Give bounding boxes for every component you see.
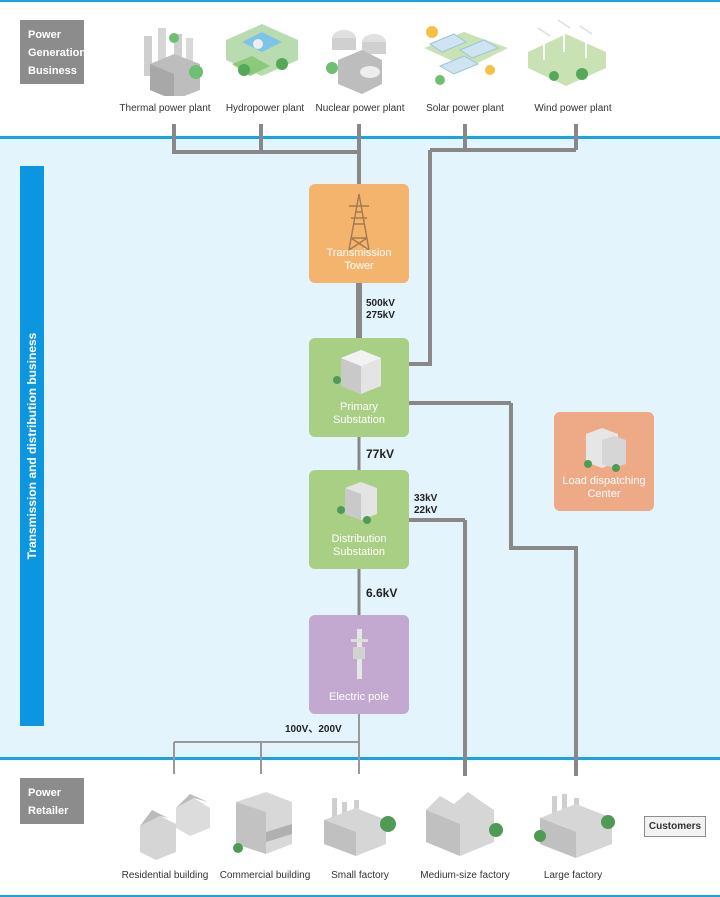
electric-pole-node: Electric pole xyxy=(309,615,409,714)
thermal-line xyxy=(172,124,359,154)
wind-plant-icon xyxy=(528,19,606,86)
small-factory-icon xyxy=(324,798,396,856)
plant-label-nuclear: Nuclear power plant xyxy=(315,103,405,114)
large-factory-icon xyxy=(534,794,615,858)
retailer-section-tag: Power Retailer xyxy=(20,778,84,824)
nuclear-plant-icon xyxy=(326,30,386,94)
generation-section-tag: Power Generation Business xyxy=(20,20,86,84)
electric-pole-label: Electric pole xyxy=(329,691,389,703)
plant-label-wind: Wind power plant xyxy=(534,103,612,114)
solar-plant-icon xyxy=(424,26,508,85)
customer-label-residential: Residential building xyxy=(121,870,209,881)
load-dispatching-icon xyxy=(584,428,626,472)
plant-label-hydro: Hydropower plant xyxy=(225,103,305,114)
renewable-line xyxy=(409,124,578,366)
hydro-plant-icon xyxy=(226,24,298,76)
distribution-substation-icon xyxy=(337,482,377,524)
customer-label-commercial: Commercial building xyxy=(219,870,311,881)
thermal-plant-icon xyxy=(144,28,203,96)
electric-pole-icon xyxy=(351,629,368,679)
distribution-substation-label: Distribution Substation xyxy=(331,533,387,558)
voltage-high-label: 500kV 275kV xyxy=(366,298,395,321)
primary-substation-icon xyxy=(333,350,381,394)
primary-substation-label: Primary Substation xyxy=(333,401,385,426)
customer-label-large-factory: Large factory xyxy=(543,870,603,881)
medium-factory-line xyxy=(409,518,467,776)
load-dispatching-label: Load dispatching Center xyxy=(562,475,646,500)
large-factory-line xyxy=(409,401,578,776)
plant-label-thermal: Thermal power plant xyxy=(119,103,211,114)
voltage-77kv-label: 77kV xyxy=(366,447,395,461)
voltage-6.6kv-label: 6.6kV xyxy=(366,586,398,600)
transmission-tower-label: Transmission Tower xyxy=(326,247,392,272)
voltage-sub-label: 33kV 22kV xyxy=(414,493,438,516)
distribution-substation-node: Distribution Substation xyxy=(309,470,409,569)
customer-label-small-factory: Small factory xyxy=(331,870,389,881)
voltage-home-label: 100V、200V xyxy=(285,724,342,735)
low-voltage-line xyxy=(173,714,360,774)
transmission-tower-icon xyxy=(348,193,370,251)
load-dispatching-node: Load dispatching Center xyxy=(554,412,654,511)
top-border xyxy=(0,0,720,2)
customers-tag: Customers xyxy=(644,816,706,837)
residential-building-icon xyxy=(140,794,210,860)
plant-label-solar: Solar power plant xyxy=(426,103,504,114)
bottom-border xyxy=(0,895,720,897)
commercial-building-icon xyxy=(233,792,292,854)
primary-substation-node: Primary Substation xyxy=(309,338,409,437)
transmission-tower-node: Transmission Tower xyxy=(309,184,409,283)
customer-label-medium-factory: Medium-size factory xyxy=(420,870,510,881)
medium-factory-icon xyxy=(426,792,503,856)
transmission-section-bar xyxy=(20,166,44,726)
